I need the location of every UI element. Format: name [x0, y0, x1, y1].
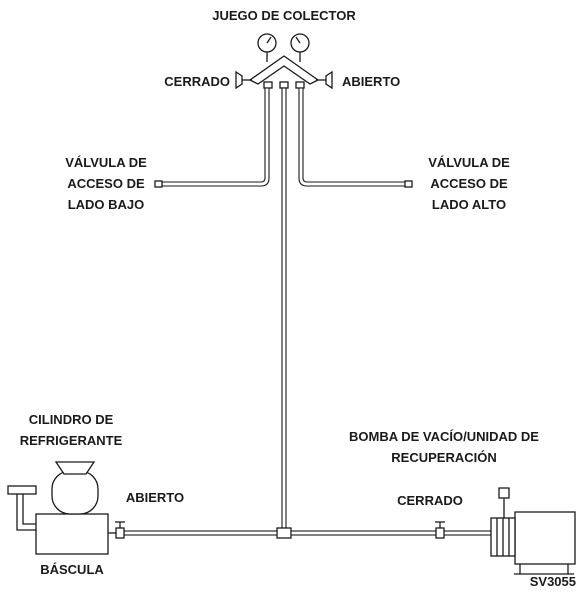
pump-valve-icon[interactable] — [435, 527, 445, 539]
pump-valve-state-label: CERRADO — [397, 493, 463, 508]
manifold-title: JUEGO DE COLECTOR — [212, 8, 356, 23]
center-hose — [281, 87, 287, 529]
cylinder-valve-icon[interactable] — [115, 527, 125, 539]
pump-top-fitting-icon — [498, 487, 510, 499]
low-side-access-valve-icon[interactable] — [154, 180, 163, 188]
low-side-valve-handle-icon[interactable] — [235, 70, 252, 90]
center-fitting — [279, 81, 289, 89]
figure-code: SV3055 — [530, 574, 576, 589]
pump-label-line2: RECUPERACIÓN — [391, 450, 496, 465]
high-side-valve-handle-icon[interactable] — [316, 70, 333, 90]
cylinder-label-line2: REFRIGERANTE — [20, 433, 123, 448]
scale-display-icon — [7, 485, 37, 495]
high-side-hose — [298, 87, 406, 187]
cylinder-label-line1: CILINDRO DE — [29, 412, 114, 427]
tee-fitting-icon — [276, 527, 292, 539]
pump-body-icon — [514, 511, 576, 565]
left-valve-state-label: CERRADO — [164, 74, 230, 89]
low-side-hose — [161, 87, 270, 187]
high-side-label-line3: LADO ALTO — [432, 197, 506, 212]
high-side-fitting — [295, 81, 305, 89]
refrigerant-cylinder-on-scale — [7, 461, 125, 555]
low-pressure-gauge-icon — [257, 33, 277, 62]
scale-icon — [35, 513, 109, 555]
high-side-label-line2: ACCESO DE — [430, 176, 508, 191]
manifold-gauge-set — [235, 33, 333, 90]
low-side-label-line1: VÁLVULA DE — [65, 155, 147, 170]
right-valve-state-label: ABIERTO — [342, 74, 400, 89]
vacuum-pump-recovery-unit — [435, 487, 576, 575]
pump-line — [290, 530, 492, 536]
scale-label: BÁSCULA — [40, 562, 104, 577]
low-side-label-line2: ACCESO DE — [67, 176, 145, 191]
manifold-body — [248, 55, 320, 85]
low-side-label-line3: LADO BAJO — [68, 197, 145, 212]
cylinder-line — [123, 530, 278, 536]
high-side-label-line1: VÁLVULA DE — [428, 155, 510, 170]
refrigerant-cylinder-icon — [51, 470, 99, 515]
pump-label-line1: BOMBA DE VACÍO/UNIDAD DE — [349, 429, 539, 444]
cylinder-valve-state-label: ABIERTO — [126, 490, 184, 505]
low-side-fitting — [263, 81, 273, 89]
cylinder-cap — [54, 461, 96, 475]
high-pressure-gauge-icon — [290, 33, 310, 62]
high-side-access-valve-icon[interactable] — [404, 180, 413, 188]
